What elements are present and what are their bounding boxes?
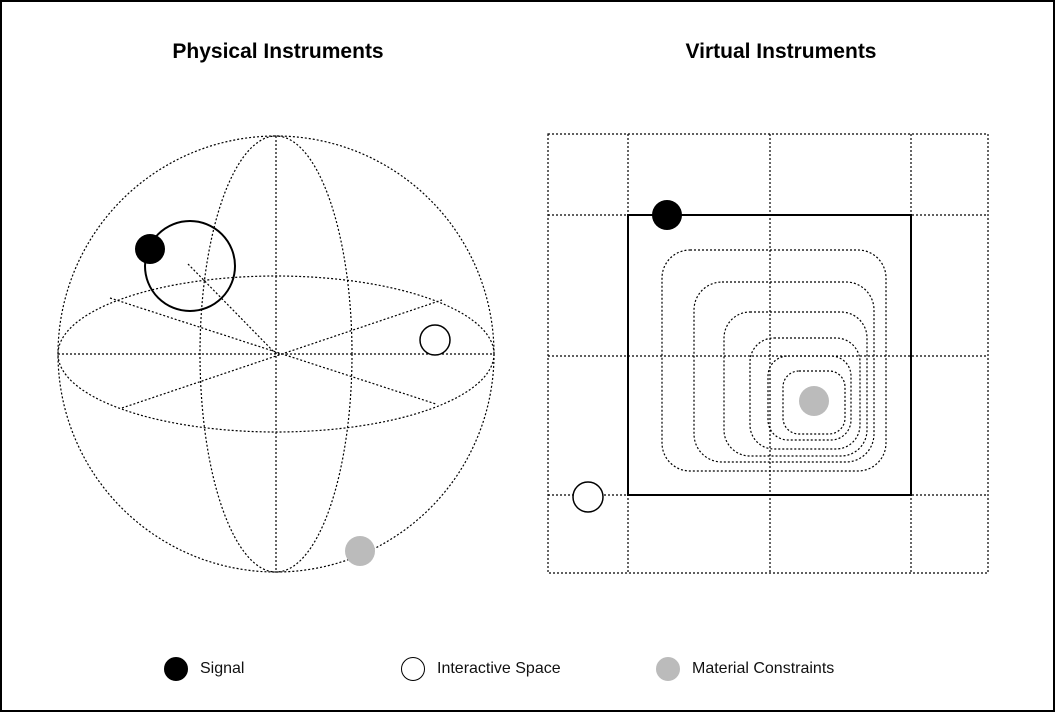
- legend-interactive-space-label: Interactive Space: [437, 660, 561, 677]
- sphere-diagonal-b: [121, 299, 443, 409]
- interactive-space-dot-physical: [419, 324, 451, 356]
- legend-signal-dot: [164, 657, 188, 681]
- signal-radius-line: [187, 263, 277, 355]
- contour-6: [782, 370, 846, 435]
- grid-outline: [547, 133, 989, 574]
- material-constraints-dot-physical: [345, 536, 375, 566]
- legend-signal: Signal: [164, 656, 244, 682]
- signal-dot-virtual: [652, 200, 682, 230]
- physical-instruments-title: Physical Instruments: [172, 40, 384, 63]
- interactive-space-dot-virtual: [572, 481, 604, 513]
- virtual-instruments-title: Virtual Instruments: [685, 40, 877, 63]
- contour-2: [693, 281, 875, 463]
- legend-material-constraints: Material Constraints: [656, 656, 834, 682]
- interactive-space-ring: [144, 220, 236, 312]
- virtual-interactive-space-box: [627, 214, 912, 496]
- contour-5: [767, 355, 852, 441]
- legend-signal-label: Signal: [200, 660, 245, 677]
- contour-3: [723, 311, 868, 457]
- legend-material-constraints-label: Material Constraints: [692, 660, 835, 677]
- material-constraints-dot-virtual: [799, 386, 829, 416]
- signal-dot-physical: [135, 234, 165, 264]
- contour-1: [661, 249, 887, 472]
- virtual-grid: [547, 133, 989, 574]
- legend-material-constraints-dot: [656, 657, 680, 681]
- sphere-diagonal-a: [109, 297, 437, 405]
- legend-interactive-space-dot: [401, 657, 425, 681]
- physical-sphere: [57, 135, 495, 573]
- legend-interactive-space: Interactive Space: [401, 656, 561, 682]
